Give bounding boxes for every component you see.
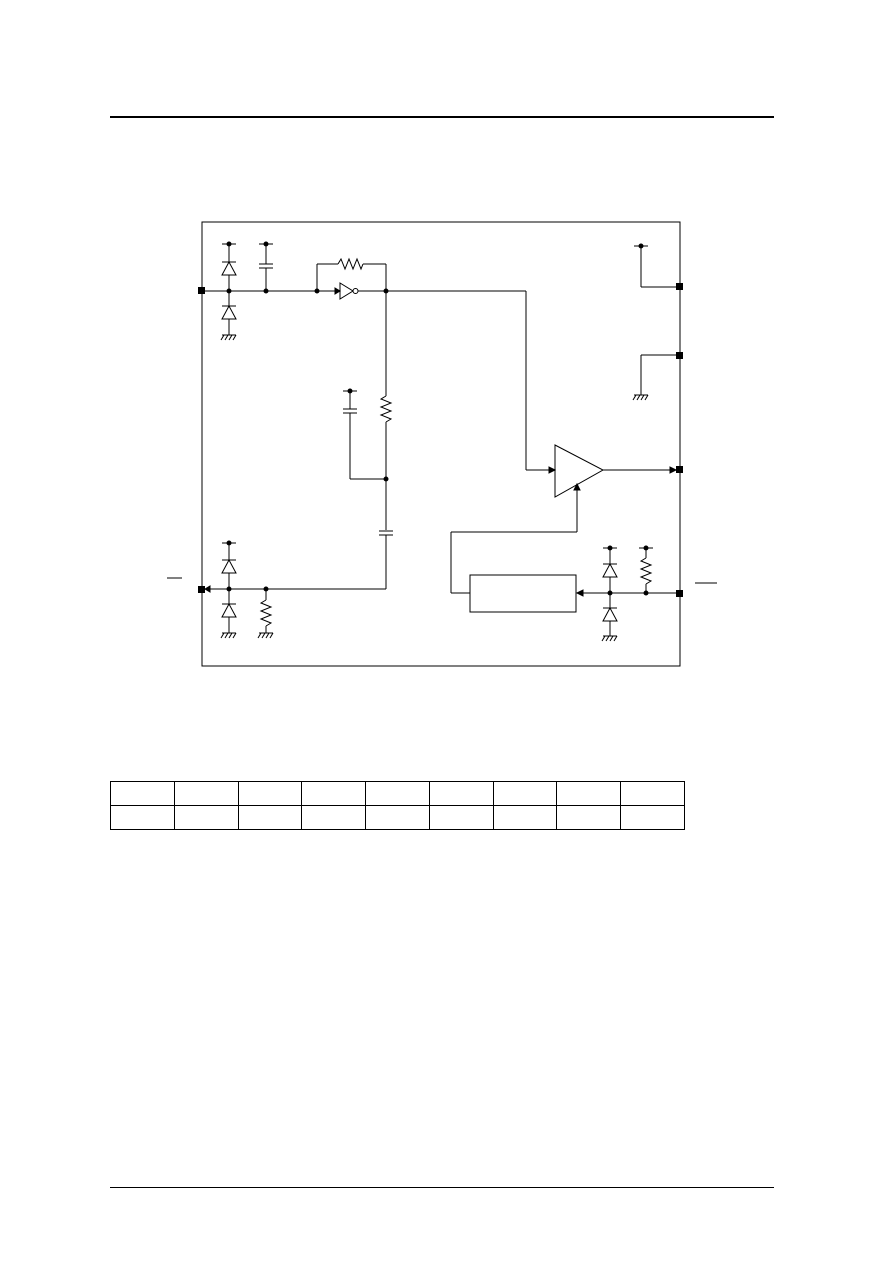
control-pin-right — [676, 590, 683, 597]
esd-diode-pair-right — [601, 545, 618, 642]
esd-diode-pair-bottom-left — [220, 540, 237, 639]
decoupling-capacitor — [343, 388, 386, 480]
ground-pin-right — [676, 352, 683, 359]
table-cell — [110, 805, 175, 830]
table-cell — [173, 805, 239, 830]
pullup-resistor-right — [639, 545, 653, 596]
footer-rule — [110, 1187, 774, 1188]
table-cell — [365, 805, 430, 830]
pin-table — [110, 781, 685, 830]
feedback-resistor — [314, 257, 387, 294]
table-cell — [237, 805, 303, 830]
esd-diode-pair-input — [220, 241, 237, 341]
table-cell — [173, 781, 239, 806]
logic-block — [469, 574, 577, 613]
pulldown-resistor-left — [257, 586, 274, 639]
supply-net-top-right — [634, 243, 680, 288]
header-rule — [110, 116, 774, 118]
coupling-capacitor — [204, 530, 393, 593]
table-cell — [365, 781, 430, 806]
output-pin-bottom-left — [198, 586, 205, 593]
table-cell — [620, 805, 685, 830]
table-cell — [556, 781, 622, 806]
input-capacitor — [259, 241, 273, 294]
logic-feedback-net — [450, 482, 581, 594]
table-cell — [556, 805, 622, 830]
control-net-right — [575, 589, 676, 597]
table-cell — [620, 781, 685, 806]
output-pin-top-right — [676, 283, 683, 290]
table-cell — [301, 805, 367, 830]
ground-net-right — [632, 354, 680, 401]
table-cell — [428, 781, 494, 806]
bias-resistor — [379, 291, 393, 530]
table-cell — [492, 805, 558, 830]
table-cell — [428, 805, 494, 830]
table-cell — [237, 781, 303, 806]
comparator-output-pin — [676, 466, 683, 473]
table-cell — [301, 781, 367, 806]
table-row — [110, 805, 685, 830]
comparator-input-net — [525, 291, 557, 474]
table-cell — [110, 781, 175, 806]
inverter — [339, 282, 526, 300]
input-pin — [198, 287, 205, 294]
comparator — [554, 444, 678, 498]
chip-boundary — [201, 221, 681, 667]
table-row — [110, 781, 685, 806]
table-cell — [492, 781, 558, 806]
